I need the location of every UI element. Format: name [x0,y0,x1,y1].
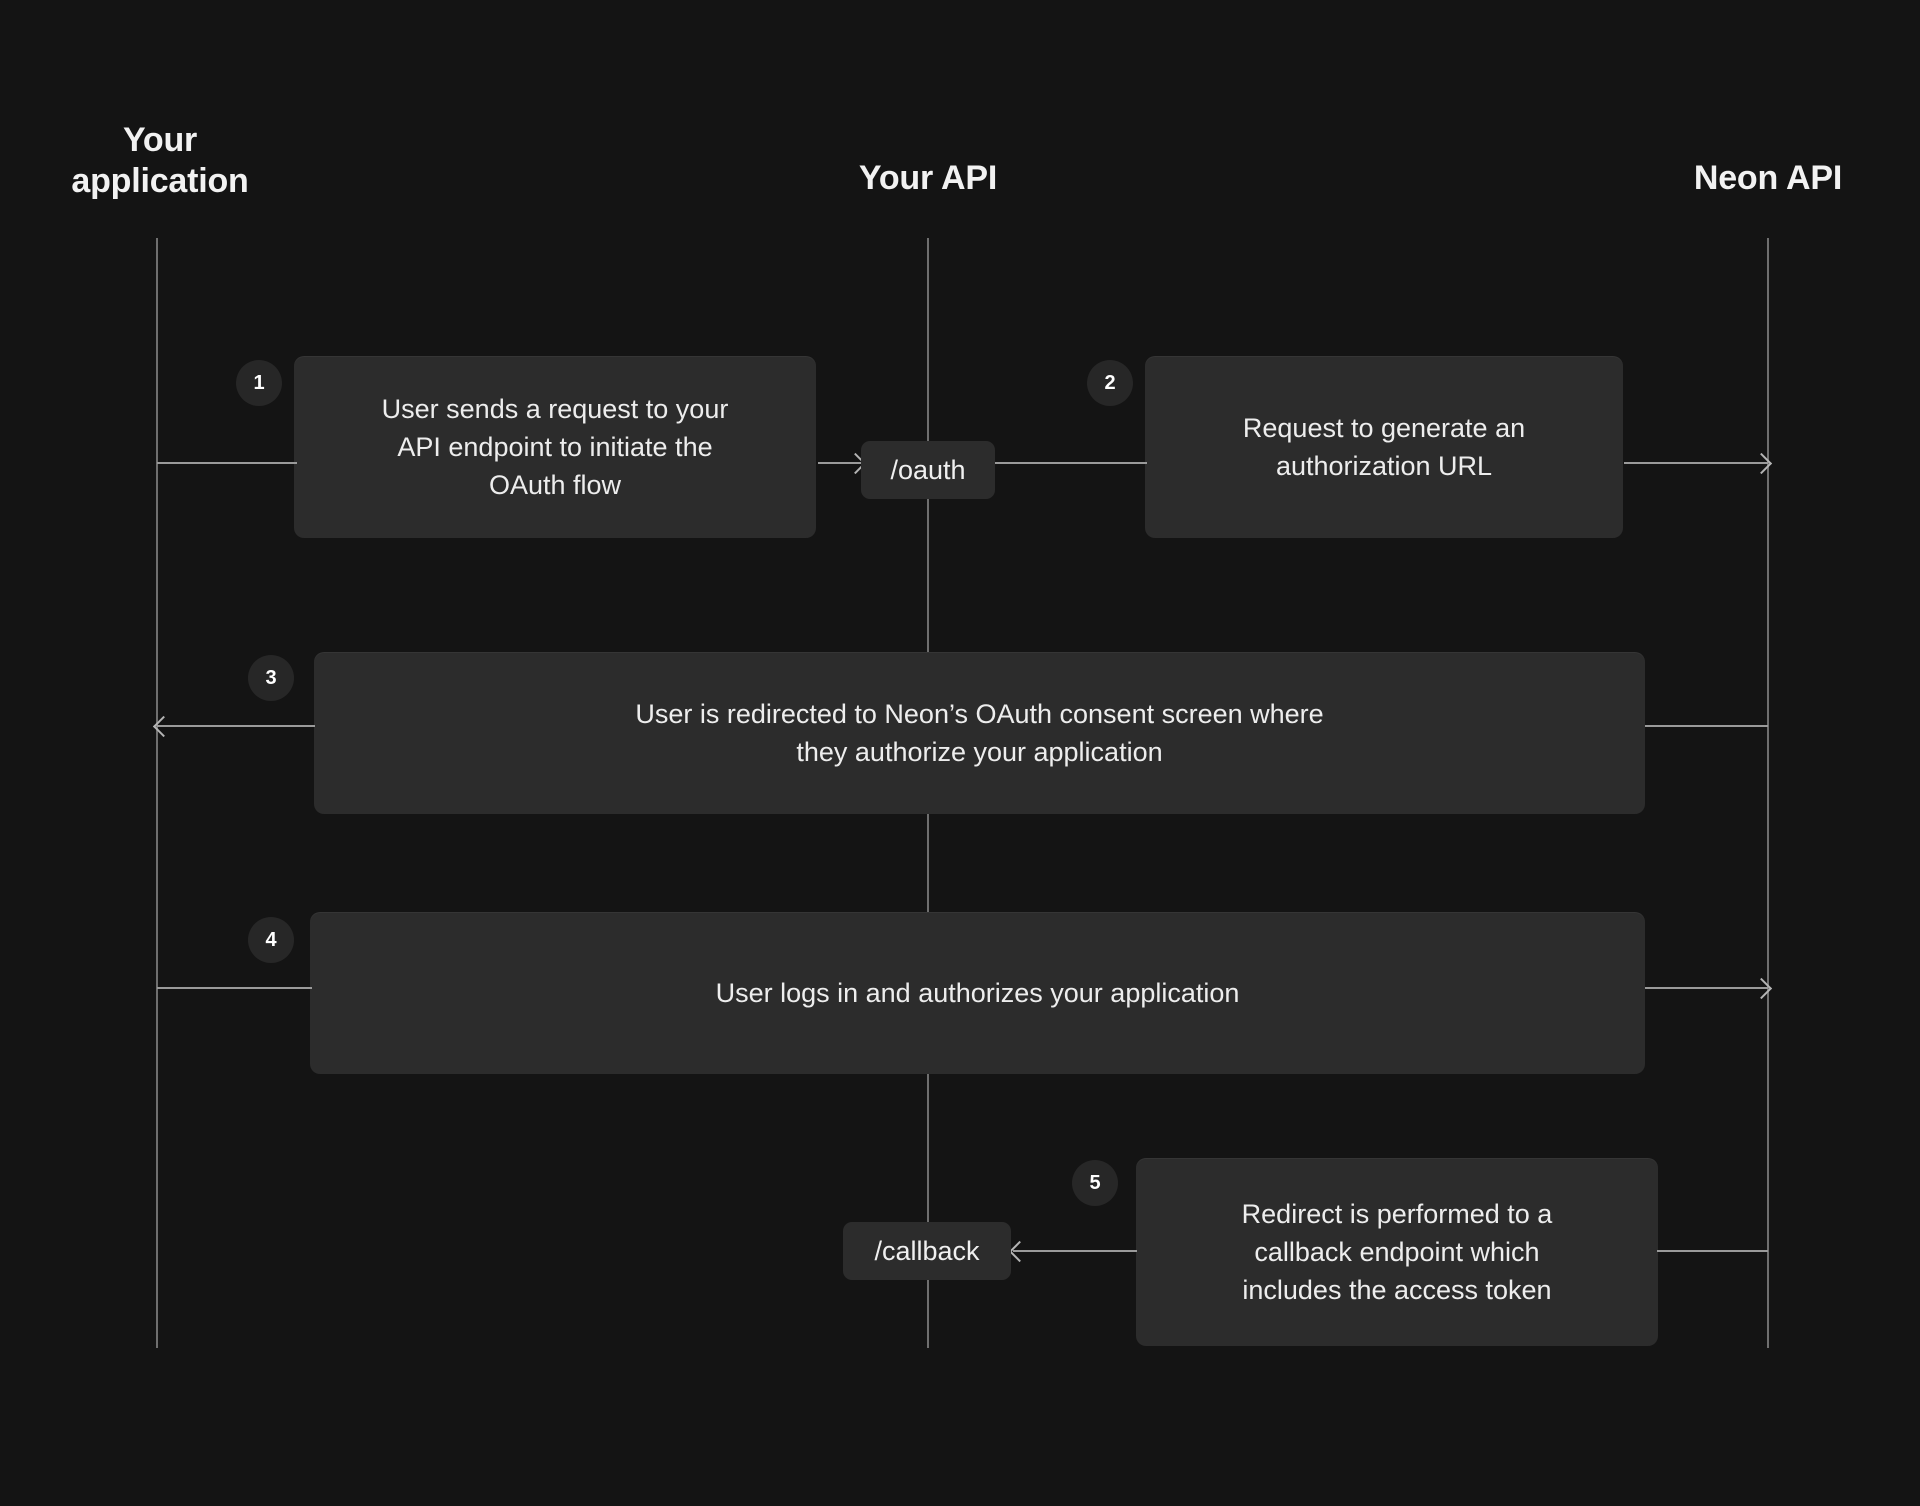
connector-step-3-from-neon-api [1645,725,1768,727]
step-box-1: User sends a request to your API endpoin… [294,356,816,538]
lifeline-your-application [156,238,158,1348]
connector-step-5-to-callback-endpoint [1013,1250,1137,1252]
endpoint-pill-callback: /callback [843,1222,1011,1280]
step-badge-2: 2 [1087,360,1133,406]
connector-step-1-to-oauth-endpoint [818,462,862,464]
step-text-2: Request to generate an authorization URL [1242,412,1526,481]
step-badge-1: 1 [236,360,282,406]
endpoint-pill-oauth-label: /oauth [890,454,966,485]
connector-step-2-from-oauth-endpoint [995,462,1147,464]
step-badge-5: 5 [1072,1160,1118,1206]
endpoint-pill-callback-label: /callback [874,1235,980,1266]
lane-title-your-application: Your application [71,121,249,201]
connector-step-3-to-your-application [157,725,315,727]
step-box-4: User logs in and authorizes your applica… [310,912,1645,1074]
endpoint-pill-oauth: /oauth [861,441,995,499]
step-badge-3: 3 [248,655,294,701]
step-box-3: User is redirected to Neon’s OAuth conse… [314,652,1645,814]
connector-step-4-from-your-application [157,987,312,989]
connector-step-1-from-lane [157,462,297,464]
step-text-3: User is redirected to Neon’s OAuth conse… [635,698,1324,767]
step-box-5: Redirect is performed to a callback endp… [1136,1158,1658,1346]
connector-step-2-to-neon-api [1624,462,1768,464]
step-box-2: Request to generate an authorization URL [1145,356,1623,538]
connector-step-5-from-neon-api [1657,1250,1768,1252]
lane-title-your-api: Your API [858,159,998,197]
step-text-4: User logs in and authorizes your applica… [715,977,1240,1008]
step-badge-4: 4 [248,917,294,963]
step-text-5: Redirect is performed to a callback endp… [1241,1198,1553,1306]
step-text-1: User sends a request to your API endpoin… [381,393,729,501]
lane-title-neon-api: Neon API [1693,159,1843,197]
lifeline-neon-api [1767,238,1769,1348]
connector-step-4-to-neon-api [1645,987,1768,989]
